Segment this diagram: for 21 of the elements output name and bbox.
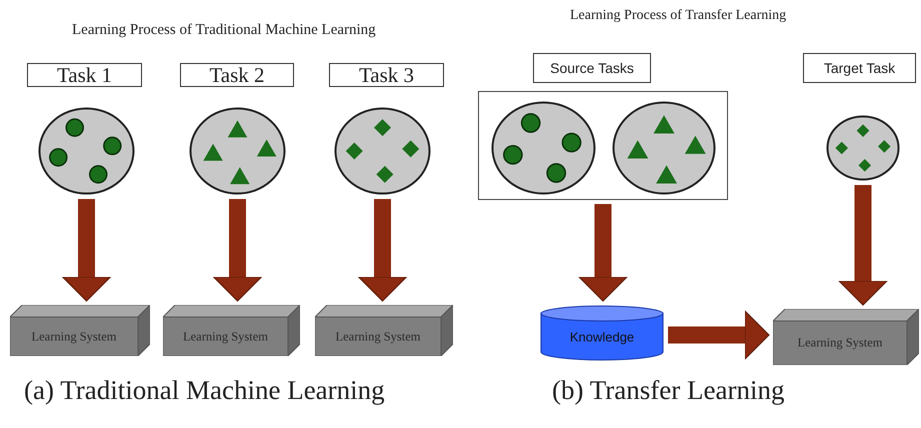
arrow (358, 199, 407, 302)
task-title-box: Source Tasks (533, 53, 651, 83)
source-tasks-frame (478, 91, 728, 200)
arrow (213, 199, 262, 302)
arrow (62, 199, 111, 302)
task-title-box: Target Task (803, 53, 916, 83)
section-heading: Learning Process of Traditional Machine Learning (72, 22, 376, 39)
block-label: Learning System (335, 329, 421, 344)
panel-caption: (b) Transfer Learning (552, 375, 784, 406)
block-label: Learning System (182, 329, 268, 344)
arrow (578, 204, 628, 302)
block-label: Learning System (31, 329, 117, 344)
cylinder-label: Knowledge (570, 330, 634, 344)
task-title-box: Task 2 (180, 63, 294, 87)
task-title-box: Task 1 (27, 63, 142, 87)
task-title-box: Task 3 (329, 63, 444, 87)
arrow (668, 310, 770, 360)
panel-caption: (a) Traditional Machine Learning (24, 375, 385, 406)
section-heading: Learning Process of Transfer Learning (570, 8, 786, 24)
block-label: Learning System (797, 336, 883, 350)
arrow (838, 185, 888, 306)
